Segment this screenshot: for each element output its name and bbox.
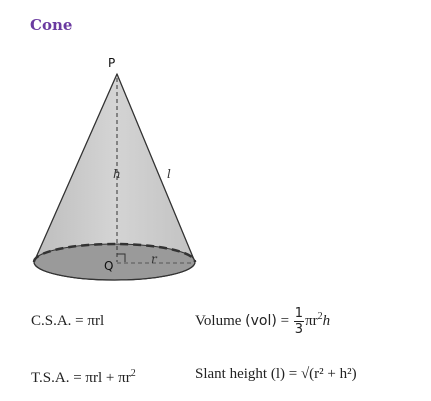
volume-word: Volume [195, 312, 246, 329]
volume-pi-r: πr [305, 312, 318, 329]
center-label: Q [104, 259, 113, 273]
base-front-edge [33, 261, 196, 281]
tsa-formula: T.S.A. = πrl + πr2 [31, 368, 136, 387]
cone-diagram: P h l Q r [32, 56, 197, 281]
slant-edge-right [116, 73, 196, 263]
csa-formula: C.S.A. = πrl [31, 313, 105, 329]
volume-numerator: 1 [293, 306, 305, 322]
volume-h: h [322, 312, 331, 329]
volume-equals: = [276, 312, 293, 329]
volume-exponent: 2 [317, 310, 323, 322]
tsa-exponent: 2 [130, 368, 136, 379]
right-angle-marker [117, 253, 126, 262]
slant-edge-left [33, 73, 118, 263]
volume-vol: (vol) [245, 312, 277, 329]
base-hidden-edge [32, 242, 197, 263]
height-label: h [113, 167, 121, 181]
slant-height-formula: Slant height (l) = √(r² + h²) [195, 366, 357, 382]
slant-label: l [167, 167, 171, 181]
tsa-formula-text: T.S.A. = πrl + πr [31, 370, 131, 386]
page-title: Cone [30, 16, 73, 34]
radius-label: r [151, 252, 158, 266]
apex-label: P [108, 56, 115, 70]
volume-denominator: 3 [294, 322, 304, 337]
